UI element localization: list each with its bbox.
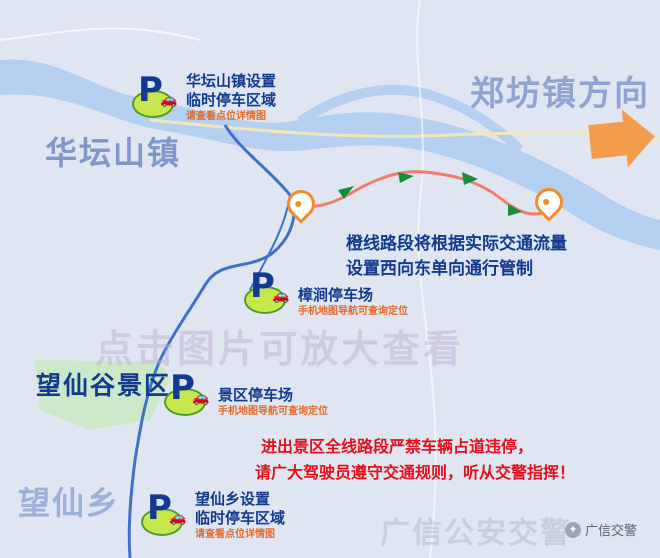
orange-note-line-1: 橙线路段将根据实际交通流量 xyxy=(346,234,567,254)
bottom-watermark: 广信公安交警 xyxy=(380,516,572,551)
wechat-icon: ✦ xyxy=(565,521,581,538)
car-icon: 🚗 xyxy=(169,510,187,526)
parking-icon: P🚗 xyxy=(141,488,191,536)
region-zhengfang: 郑坊镇方向 xyxy=(470,74,650,114)
parking-huatan: P🚗 华坛山镇设置 临时停车区域 请查看点位详情图 xyxy=(132,70,277,124)
minor-road xyxy=(0,27,201,41)
brand-name: 广信交警 xyxy=(585,524,638,539)
direction-arrow-4 xyxy=(508,204,522,216)
parking-icon: P🚗 xyxy=(244,266,294,314)
parking-title: 樟涧停车场 xyxy=(298,286,374,304)
car-icon: 🚗 xyxy=(272,288,290,304)
warning-note: 进出景区全线路段严禁车辆占道违停， 请广大驾驶员遵守交通规则，听从交警指挥！ xyxy=(255,434,575,486)
direction-arrow-1 xyxy=(338,186,354,199)
orange-note-line-2: 设置西向东单向通行管制 xyxy=(346,259,533,279)
brand: ✦ 广信交警 xyxy=(565,520,637,539)
region-wangxiangu: 望仙谷景区 xyxy=(36,371,172,400)
parking-icon: P🚗 xyxy=(164,368,214,416)
scenic-area-patch xyxy=(35,360,170,430)
parking-title: 华坛山镇设置 xyxy=(186,72,277,90)
car-icon: 🚗 xyxy=(160,92,178,108)
minor-road-2 xyxy=(416,0,437,558)
parking-title: 景区停车场 xyxy=(218,386,294,404)
car-icon: 🚗 xyxy=(192,390,210,406)
warning-line-1: 进出景区全线路段严禁车辆占道违停， xyxy=(261,437,534,456)
parking-sub: 手机地图导航可查询定位 xyxy=(298,306,408,317)
parking-icon: P🚗 xyxy=(132,70,182,118)
parking-sub: 请查看点位详情图 xyxy=(195,529,275,540)
direction-arrow-east-icon xyxy=(588,109,655,168)
region-huatan: 华坛山镇 xyxy=(45,134,182,172)
watermark: 点击图片可放大查看 xyxy=(95,327,465,371)
warning-line-2: 请广大驾驶员遵守交通规则，听从交警指挥！ xyxy=(255,463,576,482)
river-branch xyxy=(297,84,524,154)
region-wangxian: 望仙乡 xyxy=(18,484,121,522)
parking-scenic: P🚗 景区停车场 手机地图导航可查询定位 xyxy=(164,368,328,419)
parking-sub: 请查看点位详情图 xyxy=(186,111,266,122)
parking-wangxian: P🚗 望仙乡设置 临时停车区域 请查看点位详情图 xyxy=(141,488,286,542)
parking-sub: 手机地图导航可查询定位 xyxy=(218,406,328,417)
parking-title-2: 临时停车区域 xyxy=(186,91,277,109)
direction-arrow-3 xyxy=(462,172,478,185)
direction-arrow-2 xyxy=(398,172,414,183)
orange-section-note: 橙线路段将根据实际交通流量 设置西向东单向通行管制 xyxy=(346,232,567,282)
parking-title: 望仙乡设置 xyxy=(195,490,271,508)
parking-title-2: 临时停车区域 xyxy=(195,509,286,527)
parking-zhangjian: P🚗 樟涧停车场 手机地图导航可查询定位 xyxy=(244,266,408,319)
